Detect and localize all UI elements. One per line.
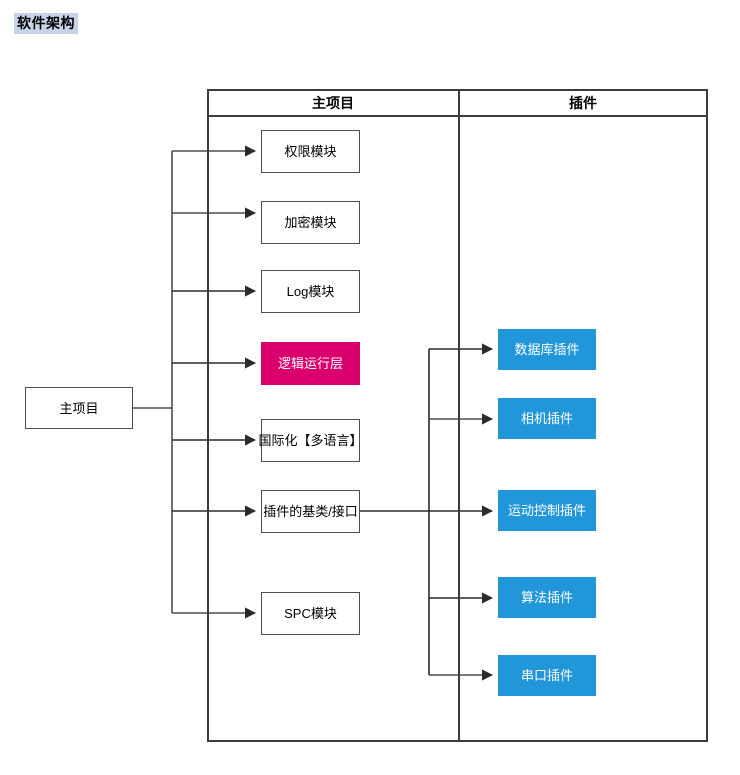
table-frame-column-divider	[458, 89, 460, 742]
node-plugin-database[interactable]: 数据库插件	[498, 329, 596, 370]
node-module-spc-label: SPC模块	[284, 606, 337, 621]
node-module-plugin-base-label: 插件的基类/接口	[263, 504, 358, 519]
column-header-plugins: 插件	[569, 95, 597, 111]
node-plugin-camera[interactable]: 相机插件	[498, 398, 596, 439]
node-module-i18n[interactable]: 国际化【多语言】	[258, 419, 363, 462]
node-plugin-camera-label: 相机插件	[520, 411, 573, 426]
page-title: 软件架构	[14, 13, 78, 34]
node-plugin-algorithm[interactable]: 算法插件	[498, 577, 596, 618]
node-module-log[interactable]: Log模块	[261, 270, 360, 313]
node-root-label: 主项目	[59, 400, 99, 416]
node-plugin-serial-port[interactable]: 串口插件	[498, 655, 596, 696]
node-module-plugin-base[interactable]: 插件的基类/接口	[261, 490, 360, 533]
node-module-spc[interactable]: SPC模块	[261, 592, 360, 635]
node-module-logic-runtime-label: 逻辑运行层	[277, 356, 343, 371]
node-module-i18n-label: 国际化【多语言】	[258, 433, 363, 448]
table-frame-bottom	[207, 740, 707, 742]
node-module-encryption[interactable]: 加密模块	[261, 201, 360, 244]
table-frame-header-divider	[207, 115, 707, 117]
node-plugin-serial-port-label: 串口插件	[520, 668, 573, 683]
table-frame-top	[207, 89, 707, 91]
node-module-encryption-label: 加密模块	[284, 215, 337, 230]
node-module-permission[interactable]: 权限模块	[261, 130, 360, 173]
table-frame-right	[706, 89, 708, 742]
node-plugin-database-label: 数据库插件	[514, 342, 580, 357]
node-root-main-project[interactable]: 主项目	[25, 387, 133, 429]
node-plugin-algorithm-label: 算法插件	[520, 590, 573, 605]
node-plugin-motion-control-label: 运动控制插件	[507, 503, 586, 518]
table-frame-left	[207, 89, 209, 742]
column-header-main-project: 主项目	[312, 95, 354, 111]
node-module-log-label: Log模块	[286, 284, 335, 299]
node-module-logic-runtime[interactable]: 逻辑运行层	[261, 342, 360, 385]
node-plugin-motion-control[interactable]: 运动控制插件	[498, 490, 596, 531]
node-module-permission-label: 权限模块	[284, 144, 337, 159]
